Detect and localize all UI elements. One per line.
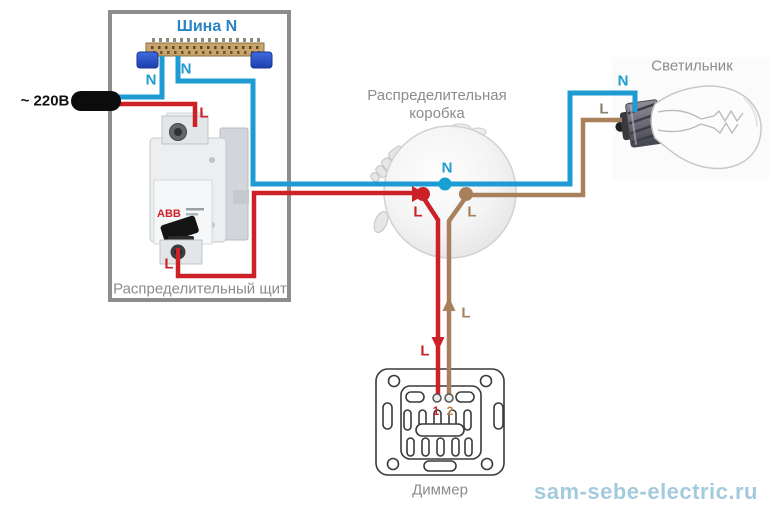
bus-n-right-label: N [180,60,192,78]
cable-gland-icon [373,211,389,233]
circuit-breaker-icon: ABB [149,112,249,265]
panel-caption: Распределительный щит [113,280,287,298]
lamp-caption: Светильник [651,57,733,75]
junction-box-caption-line2: коробка [409,105,465,122]
power-cable-connector-icon [71,91,121,111]
breaker-l-out-label: L [164,255,174,273]
neutral-wire [115,56,638,187]
light-bulb-icon [612,57,770,179]
lamp-n-label: N [617,72,629,90]
junction-box-caption-line1: Распределительная [367,87,507,104]
junction-box-n-label: N [441,159,453,177]
dimmer-terminal-2 [444,393,454,403]
dimmer-caption: Диммер [412,481,468,499]
switched-junction-dot [459,187,473,201]
switched-up-arrow-icon [442,297,456,311]
dimmer-l-up-label: L [461,304,471,322]
junction-box-l-out-label: L [467,203,477,221]
phase-down-arrow-icon [431,337,445,351]
bus-clamp-left-icon [136,51,159,69]
dimmer-l-down-label: L [420,342,430,360]
dimmer-mechanism-icon [375,368,505,476]
bulb-filament-icon [657,109,744,135]
voltage-label: ~ 220В [20,92,70,110]
breaker-l-in-label: L [199,104,209,122]
bus-clamp-right-icon [250,51,273,69]
switched-phase-wire [446,117,622,396]
lamp-l-label: L [599,100,609,118]
bus-n-title: Шина N [176,18,238,35]
neutral-junction-dot [438,177,452,191]
dimmer-terminal-2-label: 2 [446,404,454,418]
junction-box-caption: Распределительная коробка [367,87,506,123]
distribution-panel-outline [108,10,291,302]
phase-junction-dot [416,187,430,201]
junction-box-l-in-label: L [413,203,423,221]
neutral-bus-icon [136,38,273,69]
dimmer-terminal-1-label: 1 [432,404,440,418]
junction-box-icon [370,123,517,259]
site-watermark: sam-sebe-electric.ru [534,479,758,504]
svg-text:ABB: ABB [157,208,181,220]
dimmer-terminal-1 [432,393,442,403]
bus-n-left-label: N [145,71,157,89]
